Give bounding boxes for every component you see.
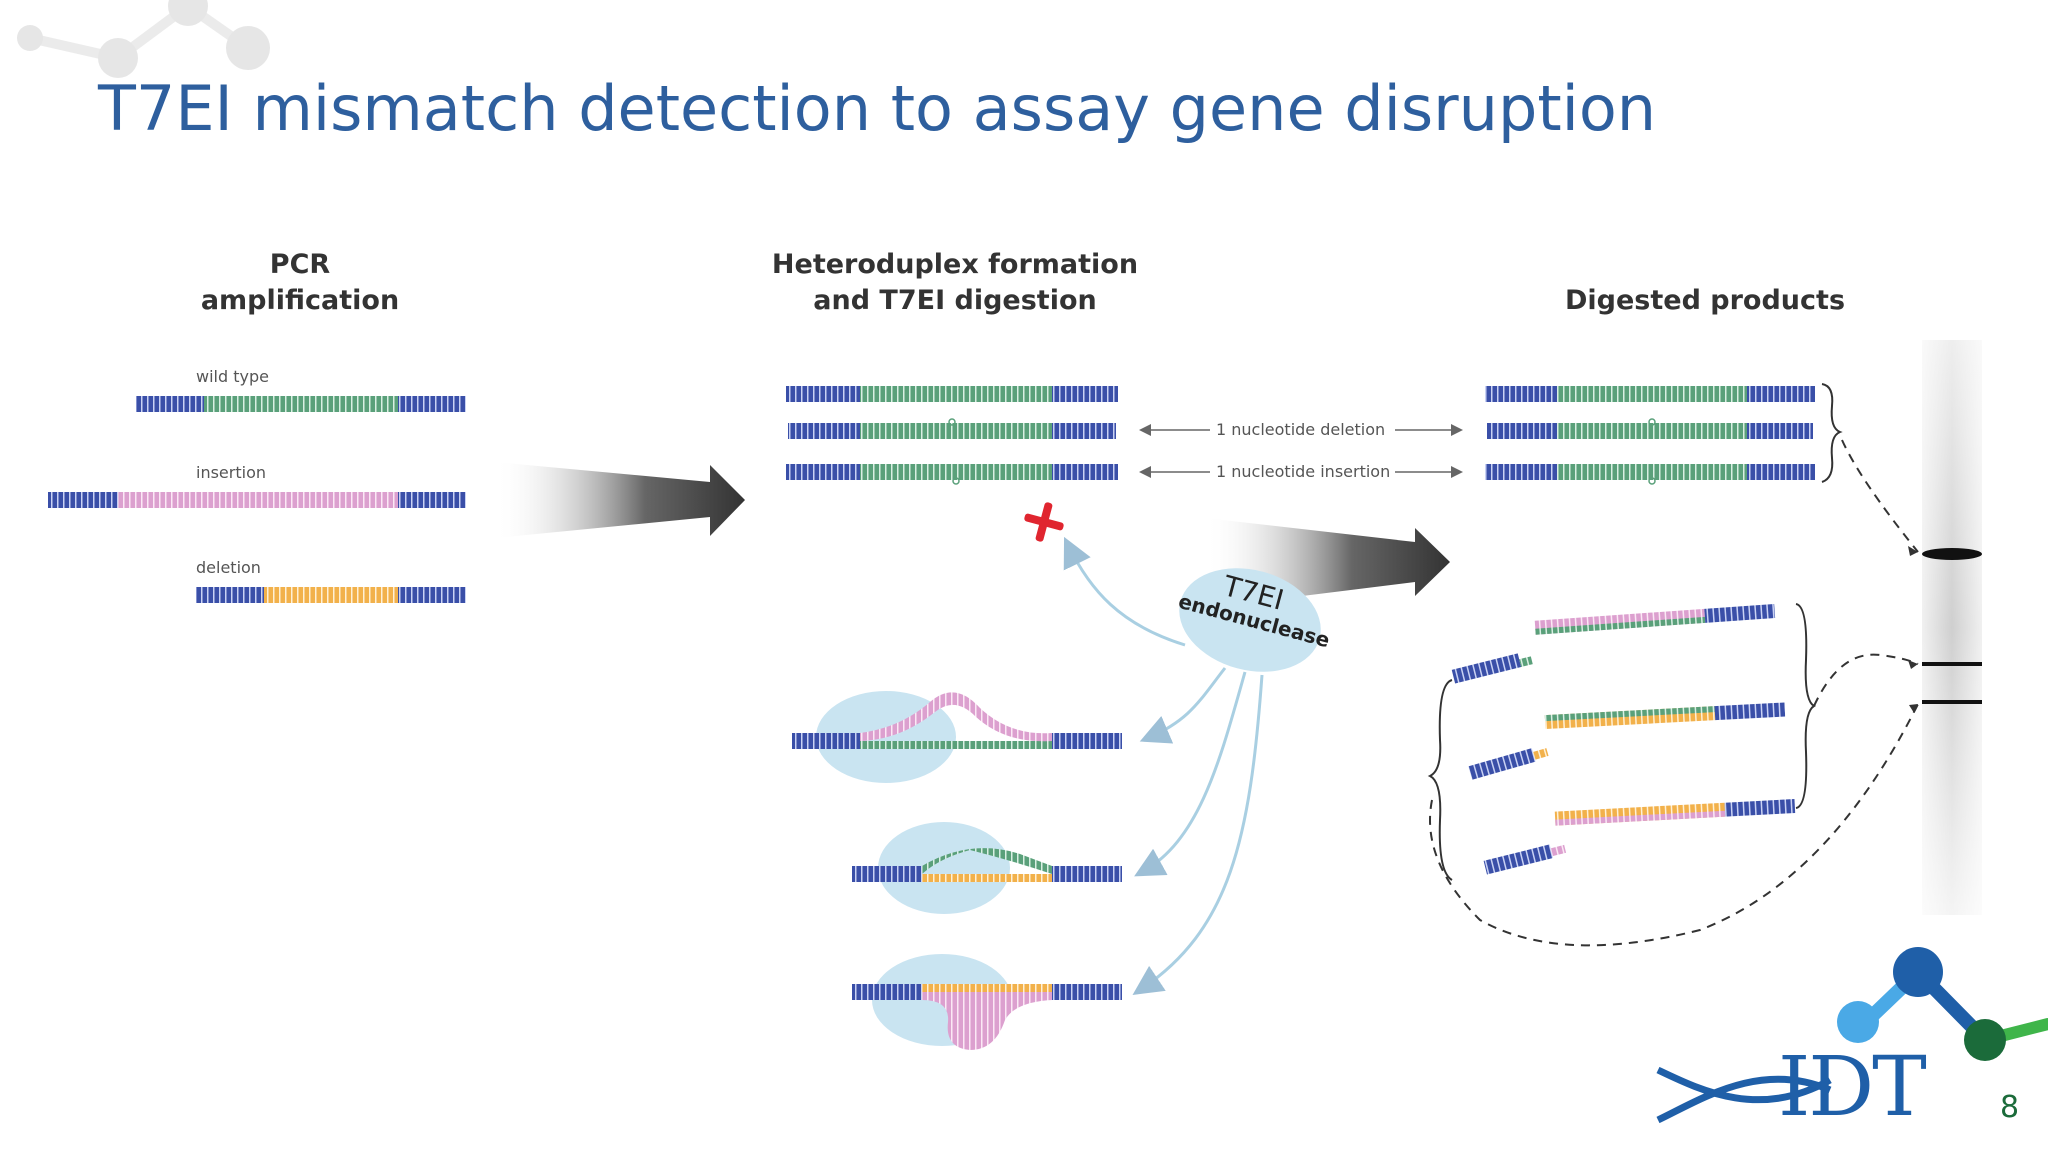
deletion-label: deletion	[196, 558, 261, 577]
idt-logo-swoosh	[1656, 1066, 1832, 1124]
digested-1nt-insertion	[1485, 464, 1815, 485]
heteroduplex-heading: Heteroduplex formation and T7EI digestio…	[771, 249, 1139, 316]
digested-heading: Digested products	[1564, 285, 1846, 316]
idt-logo-text: IDT	[1778, 1040, 1927, 1135]
slide-title: T7EI mismatch detection to assay gene di…	[98, 72, 1657, 145]
deletion-amplicon	[196, 587, 466, 603]
gel-band-1	[1922, 548, 1982, 560]
pcr-heading: PCR amplification	[200, 249, 400, 316]
big-arrow-1	[495, 462, 745, 538]
page-number: 8	[2000, 1090, 2020, 1125]
fragment-blue-short-1	[1451, 653, 1533, 684]
mismatch-bubble-2	[852, 822, 1122, 914]
t7ei-enzyme	[1179, 568, 1321, 672]
cut-mark	[1024, 502, 1064, 542]
duplex-wt	[786, 386, 1118, 402]
fragment-blue-short-3	[1483, 844, 1567, 875]
gel-band-2	[1922, 662, 1982, 666]
wild-type-label: wild type	[196, 367, 269, 386]
fragment-orange-long	[1544, 702, 1786, 730]
fragment-blue-short-2	[1468, 748, 1549, 780]
fragment-orange-pink	[1554, 799, 1796, 826]
fragment-pink-long	[1534, 603, 1776, 635]
digested-1nt-deletion	[1487, 418, 1813, 439]
mismatch-bubble-1	[792, 691, 1122, 783]
duplex-1nt-deletion	[788, 418, 1116, 439]
insertion-amplicon	[48, 492, 466, 508]
nt-insertion-label: 1 nucleotide insertion	[1216, 462, 1391, 481]
wild-type-amplicon	[136, 396, 466, 412]
gel-band-3	[1922, 700, 1982, 704]
insertion-label: insertion	[196, 463, 266, 482]
nt-deletion-label: 1 nucleotide deletion	[1216, 420, 1386, 439]
idt-logo-molecule	[1837, 947, 2048, 1061]
duplex-1nt-insertion	[786, 464, 1118, 485]
mismatch-bubble-3	[852, 954, 1122, 1050]
digested-wt	[1485, 386, 1815, 402]
